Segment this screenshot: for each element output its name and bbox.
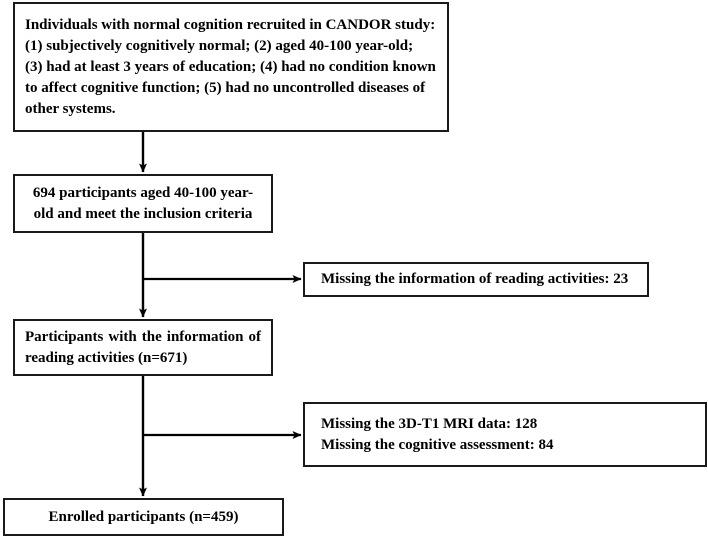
inclusion-criteria-line-2: (1) subjectively cognitively normal; (2)… <box>25 37 414 54</box>
missing-mri-line: Missing the 3D-T1 MRI data: 128 <box>321 415 538 432</box>
inclusion-criteria-line-1: Individuals with normal cognition recrui… <box>25 16 436 33</box>
enrolled-participants-line-1: Enrolled participants (n=459) <box>48 508 239 525</box>
missing-reading-info-box: Missing the information of reading activ… <box>303 262 649 297</box>
missing-mri-and-cognitive-box: Missing the 3D-T1 MRI data: 128 Missing … <box>303 402 707 467</box>
inclusion-criteria-line-5: other systems. <box>25 100 116 117</box>
eligible-participants-line-1: 694 participants aged 40-100 year- <box>32 184 254 201</box>
participants-reading-line-2: reading activities (n=671) <box>25 349 188 366</box>
participants-with-reading-info-box: Participants with the information of rea… <box>13 319 273 376</box>
inclusion-criteria-line-3: (3) had at least 3 years of education; (… <box>25 58 436 75</box>
participants-reading-line-1: Participants with the information of <box>25 328 261 345</box>
inclusion-criteria-line-4: to affect cognitive function; (5) had no… <box>25 79 426 96</box>
missing-reading-info-line-1: Missing the information of reading activ… <box>321 271 629 287</box>
eligible-participants-box: 694 participants aged 40-100 year- old a… <box>13 174 273 233</box>
enrolled-participants-box: Enrolled participants (n=459) <box>3 498 284 536</box>
inclusion-criteria-box: Individuals with normal cognition recrui… <box>13 2 449 132</box>
missing-cognitive-assessment-line: Missing the cognitive assessment: 84 <box>321 436 554 453</box>
eligible-participants-line-2: old and meet the inclusion criteria <box>33 205 253 222</box>
